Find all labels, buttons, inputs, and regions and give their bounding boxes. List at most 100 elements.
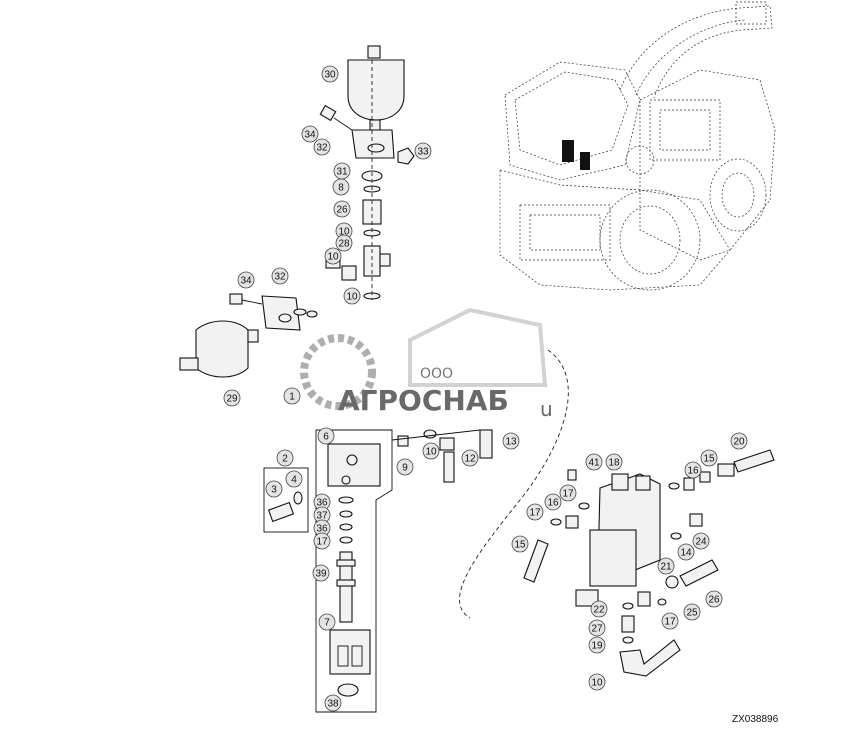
- callout-number: 12: [464, 454, 476, 465]
- callout-number: 17: [562, 489, 574, 500]
- callout-number: 7: [324, 618, 330, 629]
- callout-32: 32: [271, 267, 289, 285]
- watermark-name: АГРОСНАБ: [338, 384, 509, 417]
- callout-number: 26: [708, 595, 720, 606]
- callout-10: 10: [588, 673, 606, 691]
- callout-number: 36: [316, 498, 328, 509]
- callout-number: 10: [346, 292, 358, 303]
- callout-14: 14: [677, 543, 695, 561]
- callout-10: 10: [343, 287, 361, 305]
- callout-number: 30: [324, 70, 336, 81]
- callout-number: 10: [591, 678, 603, 689]
- callout-number: 9: [402, 463, 408, 474]
- callout-12: 12: [461, 449, 479, 467]
- callout-number: 21: [660, 562, 672, 573]
- callout-16: 16: [684, 461, 702, 479]
- callout-number: 33: [417, 147, 429, 158]
- callout-number: 18: [608, 458, 620, 469]
- callout-24: 24: [692, 532, 710, 550]
- callout-29: 29: [223, 389, 241, 407]
- callout-10: 10: [324, 247, 342, 265]
- callout-1: 1: [283, 387, 301, 405]
- callout-number: 32: [274, 272, 286, 283]
- callout-22: 22: [590, 600, 608, 618]
- callout-19: 19: [588, 636, 606, 654]
- callout-number: 15: [703, 454, 715, 465]
- callout-number: 16: [687, 466, 699, 477]
- inset-valve-3: [263, 467, 309, 533]
- callout-6: 6: [317, 427, 335, 445]
- callout-number: 26: [336, 205, 348, 216]
- callout-number: 4: [291, 475, 297, 486]
- callout-number: 16: [547, 498, 559, 509]
- watermark-logo: ООО АГРОСНАБ u: [300, 307, 553, 421]
- callout-39: 39: [312, 564, 330, 582]
- callout-8: 8: [332, 178, 350, 196]
- callout-number: 2: [282, 454, 288, 465]
- callout-7: 7: [318, 613, 336, 631]
- callout-32: 32: [313, 138, 331, 156]
- callout-21: 21: [657, 557, 675, 575]
- callout-number: 14: [680, 548, 692, 559]
- callout-38: 38: [324, 694, 342, 712]
- callout-number: 34: [240, 276, 252, 287]
- callout-number: 39: [315, 569, 327, 580]
- callout-number: 34: [304, 130, 316, 141]
- callout-number: 36: [316, 524, 328, 535]
- callout-number: 41: [588, 458, 600, 469]
- manifold-18-assembly: [459, 349, 775, 677]
- callout-number: 24: [695, 537, 707, 548]
- callout-15: 15: [511, 535, 529, 553]
- callout-2: 2: [276, 449, 294, 467]
- callout-18: 18: [605, 453, 623, 471]
- callout-16: 16: [544, 493, 562, 511]
- callout-number: 27: [591, 624, 603, 635]
- callout-27: 27: [588, 619, 606, 637]
- callout-number: 25: [686, 608, 698, 619]
- callout-number: 10: [338, 227, 350, 238]
- callout-number: 32: [316, 143, 328, 154]
- callout-17: 17: [313, 532, 331, 550]
- callout-26: 26: [705, 590, 723, 608]
- callout-17: 17: [661, 612, 679, 630]
- accumulator-29-assembly: [179, 293, 318, 378]
- callout-number: 31: [336, 167, 348, 178]
- callout-17: 17: [559, 484, 577, 502]
- callout-number: 17: [529, 508, 541, 519]
- callout-37: 37: [313, 506, 331, 524]
- drawing-code: ZX038896: [732, 714, 779, 725]
- callout-10: 10: [422, 442, 440, 460]
- callout-31: 31: [333, 162, 351, 180]
- callout-number: 17: [664, 617, 676, 628]
- callout-number: 37: [316, 511, 328, 522]
- callout-number: 22: [593, 605, 605, 616]
- callout-number: 10: [425, 447, 437, 458]
- callout-number: 29: [226, 394, 238, 405]
- valve-block-column: [315, 429, 393, 713]
- watermark-suffix: u: [540, 397, 553, 421]
- callout-3: 3: [265, 480, 283, 498]
- callout-number: 1: [289, 392, 295, 403]
- callout-4: 4: [285, 470, 303, 488]
- callout-15: 15: [700, 449, 718, 467]
- callout-13: 13: [502, 432, 520, 450]
- middle-fittings: [391, 429, 493, 483]
- callout-25: 25: [683, 603, 701, 621]
- callout-33: 33: [414, 142, 432, 160]
- callout-9: 9: [396, 458, 414, 476]
- callout-28: 28: [335, 234, 353, 252]
- watermark-prefix: ООО: [420, 366, 453, 382]
- callout-17: 17: [526, 503, 544, 521]
- callout-26: 26: [333, 200, 351, 218]
- callout-number: 38: [327, 699, 339, 710]
- callout-number: 3: [271, 485, 277, 496]
- callout-number: 28: [338, 239, 350, 250]
- callout-34: 34: [237, 271, 255, 289]
- harvester-machine-illustration: [499, 1, 776, 291]
- callout-number: 17: [316, 537, 328, 548]
- callout-number: 10: [327, 252, 339, 263]
- callout-number: 8: [338, 183, 344, 194]
